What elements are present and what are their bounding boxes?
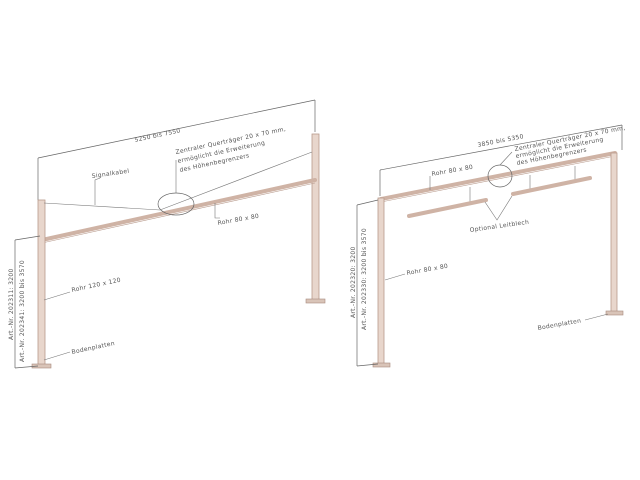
height-label-2: Art.-Nr. 202330: 3200 bis 3570 [361, 228, 368, 330]
left-width-dimension-line [37, 99, 316, 159]
left-crossbar [40, 178, 317, 242]
crossbar-edge [380, 155, 616, 203]
right-crossbar [379, 151, 617, 201]
dimension-extension [356, 199, 379, 206]
height-label-2: Art.-Nr. 202341: 3200 bis 3570 [19, 260, 26, 362]
leader-line [384, 273, 406, 281]
crossbar-label: Rohr 80 x 80 [217, 213, 260, 227]
dimension-extension [14, 235, 41, 241]
dimension-extension [356, 363, 379, 367]
base-label: Bodenplatten [71, 340, 116, 356]
dimension-extension [14, 365, 39, 369]
leader-line [43, 351, 71, 361]
leader-line [214, 203, 220, 219]
height-label-1: Art.-Nr. 202320: 3200 [350, 246, 357, 318]
signal-cable-label: Signalkabel [91, 168, 130, 180]
deflector-label: Optional Leitblech [469, 219, 529, 234]
leader-line [43, 291, 71, 301]
base-label: Bodenplatten [537, 317, 582, 332]
deflector-plate [511, 176, 592, 196]
post-label: Rohr 120 x 120 [71, 277, 122, 294]
left-frame-left-post [37, 199, 46, 367]
base-plate [372, 362, 391, 368]
base-plate [605, 310, 624, 316]
base-plate [305, 298, 326, 304]
height-label-1: Art.-Nr. 202311: 3200 [8, 268, 15, 340]
post-label: Rohr 80 x 80 [406, 263, 449, 277]
left-width-label: 5250 bis 7550 [134, 127, 181, 144]
leader-line [584, 313, 609, 321]
left-frame: 5250 bis 7550 Signalkabel Zentraler Quer… [8, 99, 326, 369]
crossbar-label: Rohr 80 x 80 [431, 164, 474, 178]
leader-line [94, 177, 101, 205]
leader-line [499, 151, 513, 166]
deflector-plate [407, 198, 488, 218]
right-frame-left-post [377, 197, 385, 367]
leader-line [484, 195, 513, 221]
left-frame-right-post [311, 133, 320, 303]
signal-cable [43, 151, 313, 211]
crossbar-edge [41, 182, 316, 244]
right-frame: 3850 bis 5350 Zentraler Querträger 20 x … [350, 124, 626, 368]
right-width-dimension-line [379, 124, 623, 171]
base-plate [31, 363, 52, 369]
right-frame-right-post [610, 152, 618, 314]
